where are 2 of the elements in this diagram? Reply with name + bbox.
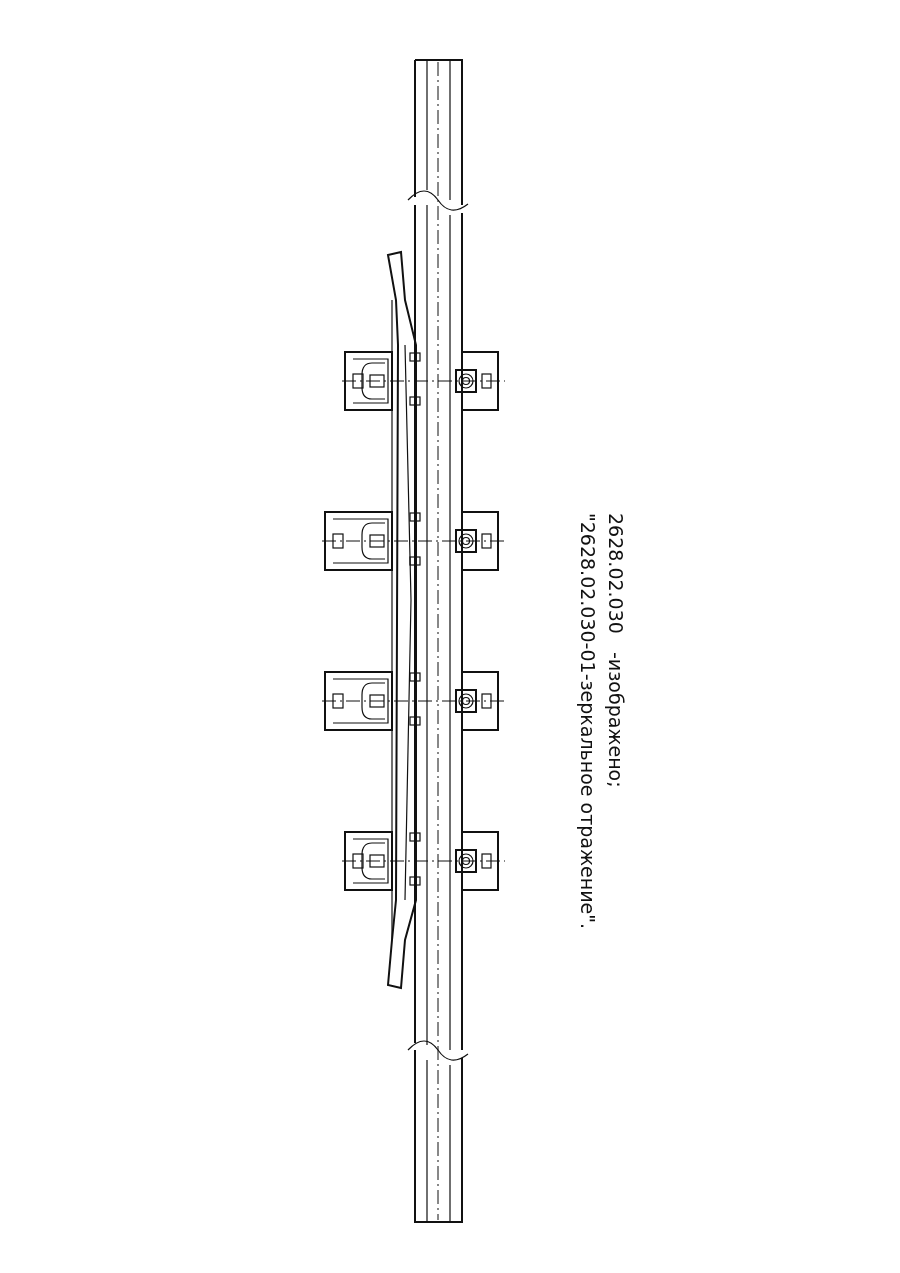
note-text: "2628.02.030-01-зеркальное отражение".	[576, 513, 600, 930]
note-text: 2628.02.030 -изображено;	[604, 513, 628, 788]
